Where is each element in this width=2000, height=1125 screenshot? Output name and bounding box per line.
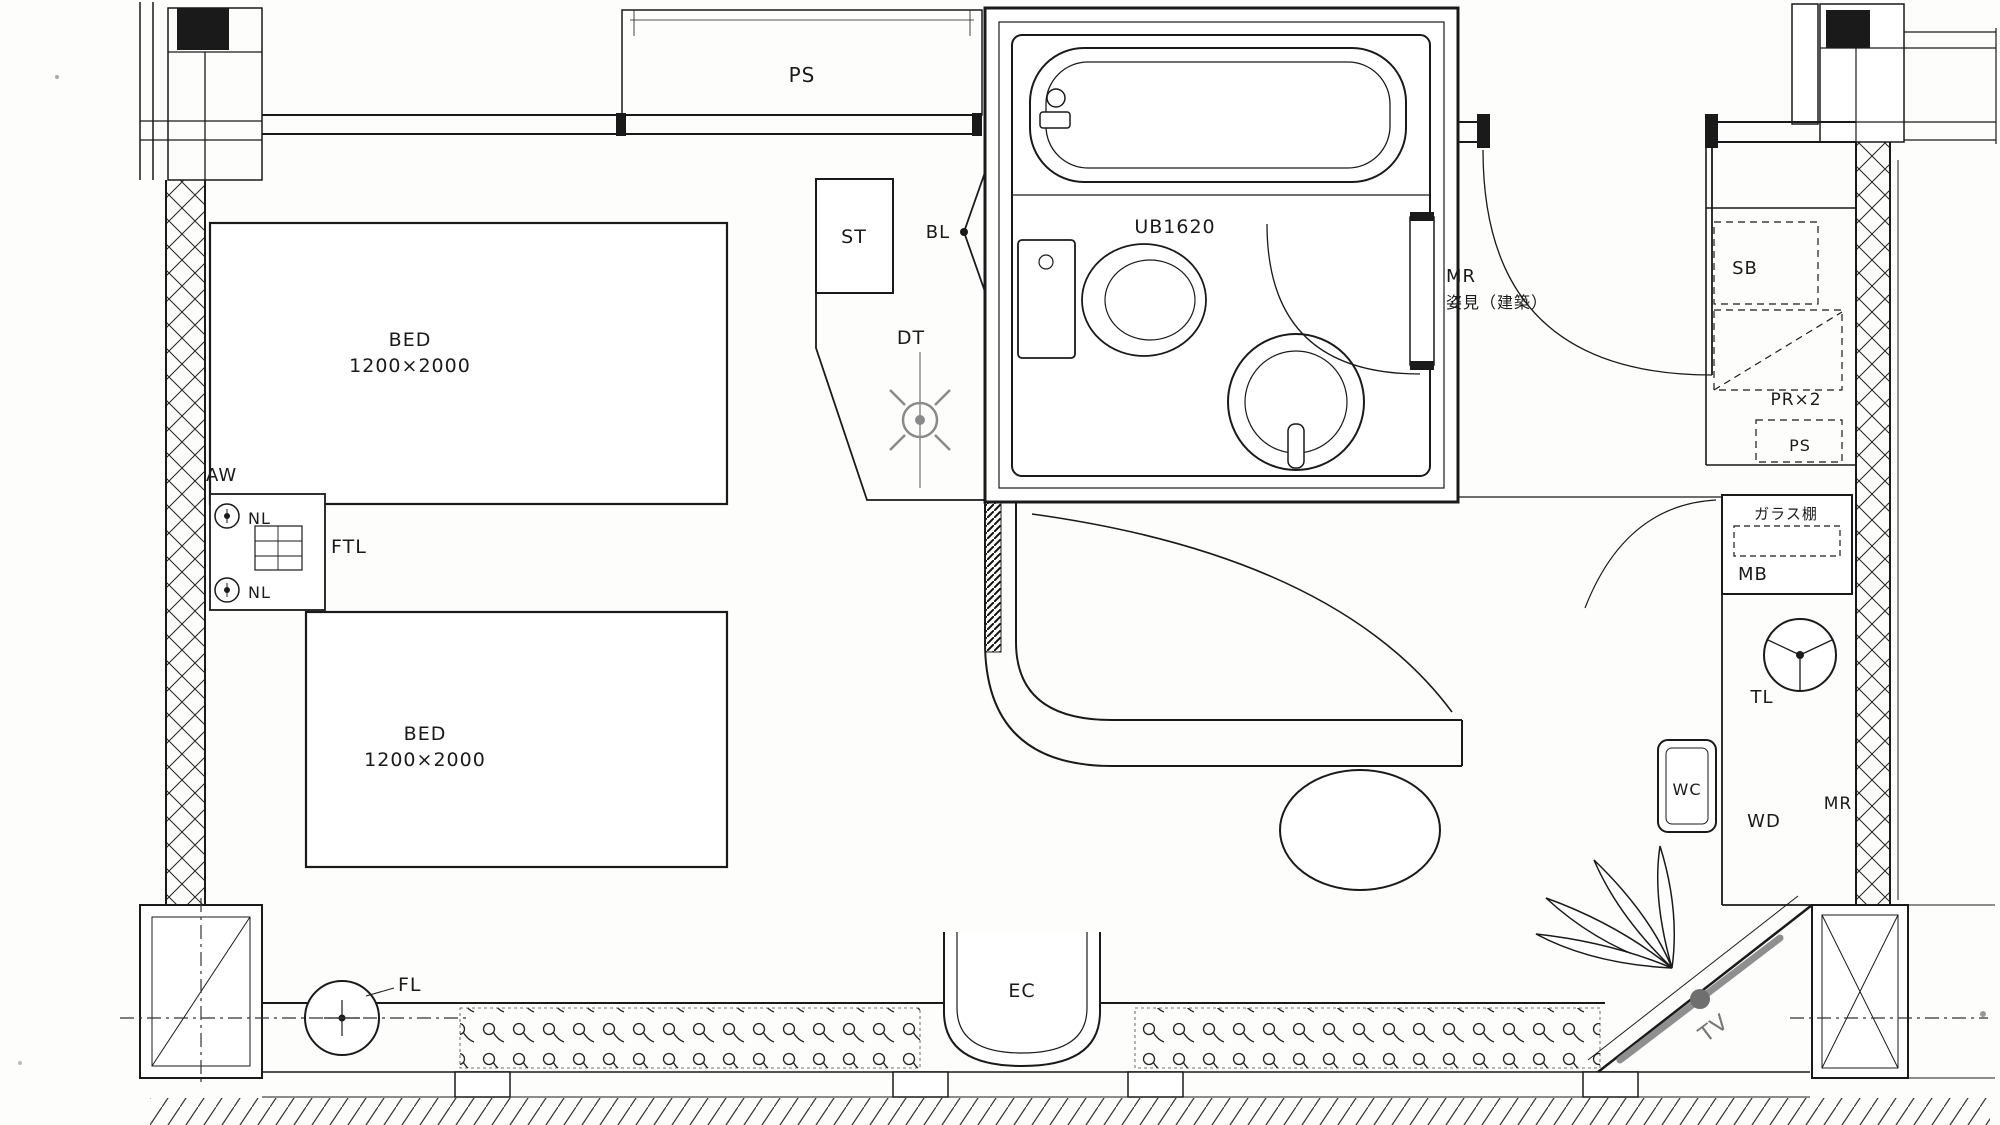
label-mb: MB (1738, 564, 1768, 585)
curtain-band-left (459, 1007, 921, 1069)
table-lamp-icon (1763, 618, 1837, 692)
label-mr-bathroom: MR (1446, 266, 1476, 287)
label-wd: WD (1747, 811, 1781, 832)
room-door-swing (1584, 499, 1717, 609)
chair-wc (1657, 739, 1717, 833)
bathroom-unit (983, 6, 1460, 504)
bed-1 (208, 221, 729, 506)
right-exterior-wall (1855, 142, 1899, 905)
label-ps-closet: PS (1789, 436, 1811, 455)
dressing-table-dt (815, 293, 985, 501)
full-length-mirror (1409, 212, 1435, 370)
nightstand-ftl (209, 493, 326, 611)
tv-corner (1535, 845, 1813, 1073)
curved-sofa (984, 501, 1463, 767)
entry (1458, 114, 1856, 498)
left-exterior-wall (165, 180, 206, 905)
chair-icon (889, 389, 951, 451)
wash-basin (1227, 333, 1365, 471)
closet (1705, 142, 1856, 466)
label-tv: TV (1694, 1010, 1734, 1049)
top-wall (262, 113, 982, 136)
label-fl: FL (398, 974, 422, 996)
faucet-icon (1046, 88, 1066, 108)
plant-icon (1535, 845, 1675, 969)
entry-door-swing (1482, 149, 1713, 376)
bed-2 (304, 610, 729, 869)
label-ub1620: UB1620 (1134, 216, 1215, 238)
label-ftl: FTL (331, 536, 367, 558)
centerlines (120, 898, 1988, 1086)
scan-specks (18, 75, 1986, 1065)
label-nl-1: NL (248, 509, 271, 528)
right-counter (1657, 594, 1856, 906)
bottom-right-column (1811, 904, 1995, 1079)
balcony-hatch (150, 1098, 1990, 1125)
ec-element (943, 932, 1101, 1068)
label-bed-1: BED (389, 329, 432, 351)
window-wall (150, 1002, 1990, 1125)
curtain-band-right (1134, 1007, 1601, 1069)
top-right-columns (1791, 3, 1997, 144)
label-aw: AW (206, 465, 237, 486)
wall-stub (984, 501, 1002, 653)
label-st: ST (841, 226, 867, 248)
label-mirror-note: 姿見（建築） (1446, 293, 1548, 312)
stool-st (815, 178, 894, 294)
toilet (1017, 239, 1207, 359)
label-pr: PR×2 (1770, 390, 1821, 410)
pipe-shaft (621, 9, 983, 116)
top-left-column (139, 2, 263, 181)
label-sb: SB (1732, 258, 1758, 279)
label-ec: EC (1008, 980, 1035, 1002)
label-tl: TL (1749, 687, 1773, 708)
label-dt: DT (897, 327, 925, 349)
label-bl: BL (926, 222, 950, 243)
label-bed-2: BED (404, 723, 447, 745)
label-ps-shaft: PS (789, 63, 816, 87)
bathroom-door-swing (1266, 223, 1421, 375)
label-nl-2: NL (248, 583, 271, 602)
label-bed-2-size: 1200×2000 (364, 749, 486, 771)
minibar-cabinet (1584, 494, 1853, 609)
luggage-rack-bl-icon (960, 157, 991, 307)
round-table (1279, 769, 1441, 891)
bathtub (1029, 47, 1407, 183)
label-wc: WC (1673, 780, 1702, 799)
label-bed-1-size: 1200×2000 (349, 355, 471, 377)
label-mr-wall: MR (1824, 794, 1852, 814)
tap-icon (1287, 423, 1305, 469)
label-glass-shelf: ガラス棚 (1754, 505, 1818, 523)
